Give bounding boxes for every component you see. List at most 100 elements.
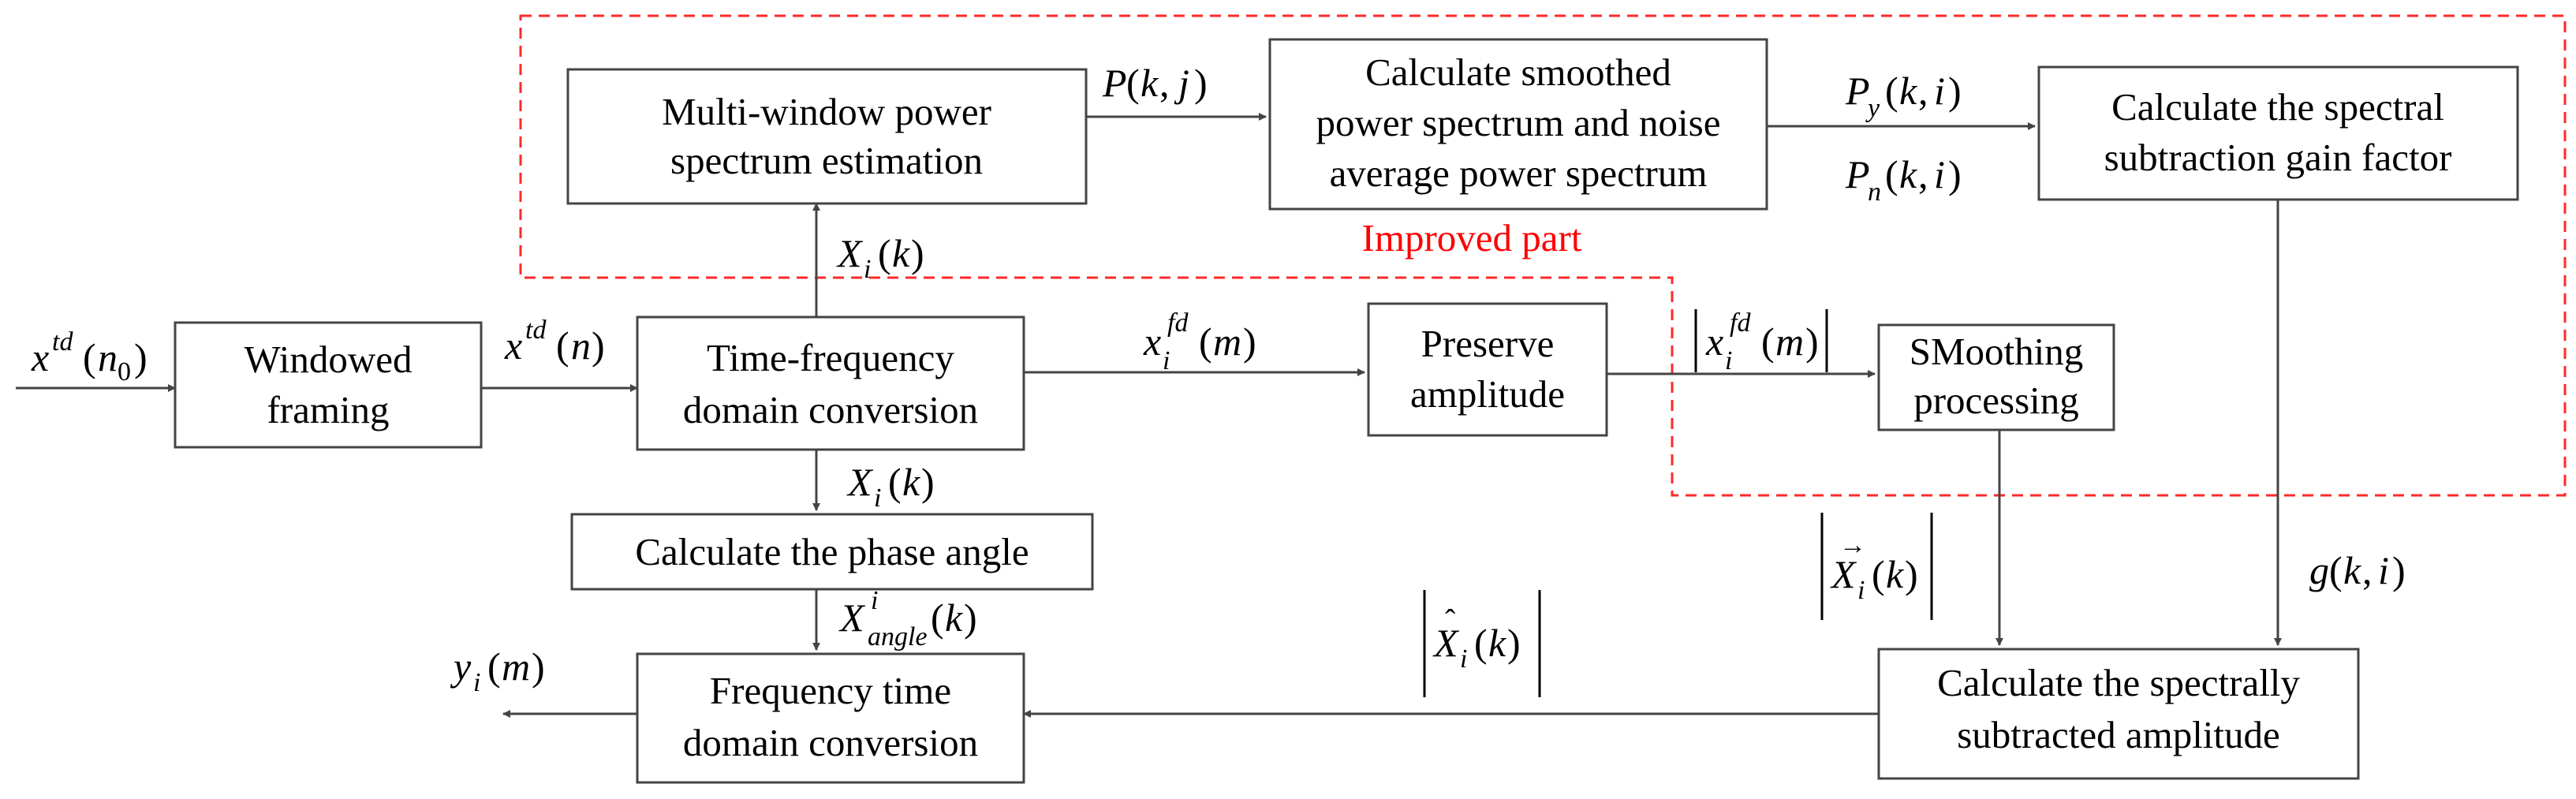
svg-text:g: g xyxy=(2309,548,2329,592)
block-label-line: average power spectrum xyxy=(1330,151,1708,195)
svg-text:fd: fd xyxy=(1730,308,1751,338)
block-label-line: spectrum estimation xyxy=(670,139,983,182)
svg-text:P: P xyxy=(1845,69,1870,113)
block-frequency-time-conversion: Frequency time domain conversion xyxy=(636,652,1025,784)
svg-text:): ) xyxy=(964,596,977,640)
svg-text:m: m xyxy=(1213,319,1241,364)
svg-text:X: X xyxy=(838,596,866,640)
svg-text:i: i xyxy=(864,255,871,284)
svg-text:n: n xyxy=(98,335,118,379)
svg-text:,: , xyxy=(1918,69,1928,113)
label-x-angle-k: X i angle ( k ) xyxy=(838,586,977,652)
svg-text:): ) xyxy=(921,460,935,504)
block-smoothing-processing: SMoothing processing xyxy=(1877,323,2115,431)
improved-region-border xyxy=(519,14,2567,497)
block-phase-angle: Calculate the phase angle xyxy=(570,513,1094,591)
svg-text:(: ( xyxy=(888,460,902,504)
svg-text:ˆ: ˆ xyxy=(1445,603,1456,638)
block-multi-window-estimation: Multi-window power spectrum estimation xyxy=(566,68,1088,205)
svg-text:i: i xyxy=(1725,346,1732,375)
svg-text:n: n xyxy=(571,323,591,368)
label-xi-fd-m: x i fd ( m ) xyxy=(1143,308,1256,375)
svg-text:k: k xyxy=(1488,621,1506,665)
svg-text:(: ( xyxy=(1872,552,1885,596)
block-label-line: Frequency time xyxy=(710,669,951,712)
svg-text:td: td xyxy=(52,327,73,357)
svg-text:P: P xyxy=(1845,152,1870,196)
block-label-line: Calculate the phase angle xyxy=(635,530,1029,573)
svg-text:): ) xyxy=(1507,621,1521,665)
block-gain-factor: Calculate the spectral subtraction gain … xyxy=(2037,65,2519,201)
block-label-line: Calculate the spectrally xyxy=(1937,661,2300,704)
block-label-line: Preserve xyxy=(1421,322,1555,365)
block-label-line: domain conversion xyxy=(683,388,978,431)
svg-text:k: k xyxy=(1886,552,1904,596)
block-label-line: processing xyxy=(1913,379,2079,422)
svg-text:k: k xyxy=(2343,548,2361,592)
block-label-line: Time-frequency xyxy=(707,336,954,379)
label-pn-ki: P n ( k , i ) xyxy=(1845,152,1962,207)
svg-text:m: m xyxy=(502,644,530,689)
svg-text:(: ( xyxy=(1474,621,1488,665)
svg-text:n: n xyxy=(1868,177,1881,207)
svg-text:0: 0 xyxy=(118,357,131,386)
svg-text:(: ( xyxy=(931,596,944,640)
svg-text:i: i xyxy=(874,484,881,513)
svg-text:j: j xyxy=(1174,61,1189,105)
block-label-line: Windowed xyxy=(244,338,412,381)
label-abs-hat-xi-k: ˆ X i ( k ) xyxy=(1423,590,1541,697)
svg-text:i: i xyxy=(473,668,480,697)
svg-text:i: i xyxy=(1934,152,1945,196)
svg-text:): ) xyxy=(1194,61,1208,105)
svg-text:i: i xyxy=(1934,69,1945,113)
improved-part-label: Improved part xyxy=(1362,216,1582,259)
svg-text:X: X xyxy=(1830,552,1857,596)
block-label-line: Calculate smoothed xyxy=(1365,50,1671,94)
svg-text:): ) xyxy=(911,231,924,275)
block-smoothed-power-spectrum: Calculate smoothed power spectrum and no… xyxy=(1268,38,1768,211)
svg-text:i: i xyxy=(871,586,878,615)
svg-text:k: k xyxy=(1899,152,1917,196)
svg-text:k: k xyxy=(1141,61,1159,105)
svg-text:x: x xyxy=(504,323,522,368)
svg-text:X: X xyxy=(1432,621,1460,665)
svg-text:): ) xyxy=(1805,319,1819,364)
svg-text:): ) xyxy=(134,335,147,379)
svg-text:,: , xyxy=(1159,61,1170,105)
block-label-line: Calculate the spectral xyxy=(2111,85,2444,129)
svg-text:(: ( xyxy=(1885,152,1898,196)
label-output-yi-m: y i ( m ) xyxy=(450,644,545,697)
svg-text:k: k xyxy=(902,460,920,504)
svg-text:P: P xyxy=(1102,61,1127,105)
label-abs-vec-xi-k: → X i ( k ) xyxy=(1820,513,1933,620)
label-xi-k-up: X i ( k ) xyxy=(836,231,924,284)
label-abs-xi-fd-m: x i fd ( m ) xyxy=(1694,308,1828,375)
svg-text:): ) xyxy=(532,644,545,689)
svg-text:y: y xyxy=(450,644,472,689)
svg-text:,: , xyxy=(1918,152,1928,196)
block-label-line: power spectrum and noise xyxy=(1316,101,1721,144)
svg-text:): ) xyxy=(1948,152,1962,196)
svg-text:y: y xyxy=(1865,94,1880,123)
block-label-line: domain conversion xyxy=(683,721,978,764)
svg-text:i: i xyxy=(1857,576,1865,605)
svg-text:(: ( xyxy=(1885,69,1898,113)
svg-text:): ) xyxy=(592,323,605,368)
svg-text:k: k xyxy=(892,231,910,275)
svg-text:(: ( xyxy=(1126,61,1140,105)
svg-text:m: m xyxy=(1775,319,1804,364)
svg-text:i: i xyxy=(1460,644,1467,674)
label-xi-k-down: X i ( k ) xyxy=(846,460,935,513)
svg-text:fd: fd xyxy=(1167,308,1189,338)
svg-text:x: x xyxy=(1705,319,1723,364)
block-windowed-framing: Windowed framing xyxy=(174,321,483,449)
svg-text:,: , xyxy=(2362,548,2373,592)
label-py-ki: P y ( k , i ) xyxy=(1845,69,1962,123)
svg-text:td: td xyxy=(525,315,547,345)
svg-text:(: ( xyxy=(83,335,96,379)
svg-text:→: → xyxy=(1839,531,1866,560)
svg-text:(: ( xyxy=(2329,548,2343,592)
svg-text:(: ( xyxy=(487,644,501,689)
block-label-line: subtraction gain factor xyxy=(2104,136,2452,179)
